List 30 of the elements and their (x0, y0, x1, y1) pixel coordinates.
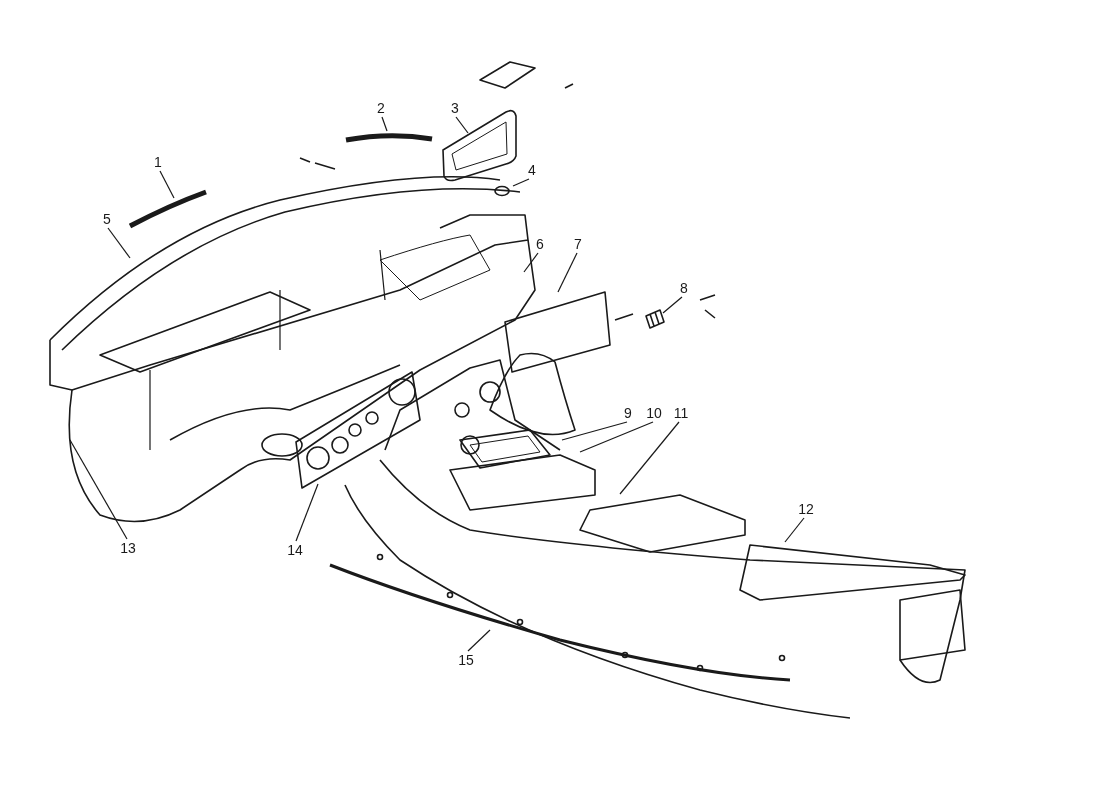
callout-number: 13 (120, 541, 136, 555)
leader-line (381, 116, 388, 132)
leader-line (619, 421, 680, 495)
callout-number: 6 (536, 237, 544, 251)
leader-line (561, 421, 628, 441)
callout-number: 7 (574, 237, 582, 251)
callout-number: 14 (287, 543, 303, 557)
callout-number: 15 (458, 653, 474, 667)
leader-line (455, 116, 469, 134)
leader-line (159, 170, 175, 199)
leader-line (523, 252, 539, 273)
callout-number: 12 (798, 502, 814, 516)
leader-line (557, 252, 578, 293)
callout-number: 2 (377, 101, 385, 115)
callout-number: 9 (624, 406, 632, 420)
callout-number: 11 (673, 406, 689, 420)
leader-line (295, 483, 319, 542)
leader-line (784, 517, 805, 543)
leader-line (69, 439, 128, 540)
callout-number: 8 (680, 281, 688, 295)
callout-number: 10 (646, 406, 662, 420)
callout-number: 5 (103, 212, 111, 226)
leader-line (467, 629, 491, 652)
leader-line (579, 421, 654, 453)
callout-number: 4 (528, 163, 536, 177)
leader-line (662, 296, 683, 314)
leader-line (512, 178, 530, 187)
callout-number: 3 (451, 101, 459, 115)
leader-line (107, 227, 131, 259)
callout-number: 1 (154, 155, 162, 169)
